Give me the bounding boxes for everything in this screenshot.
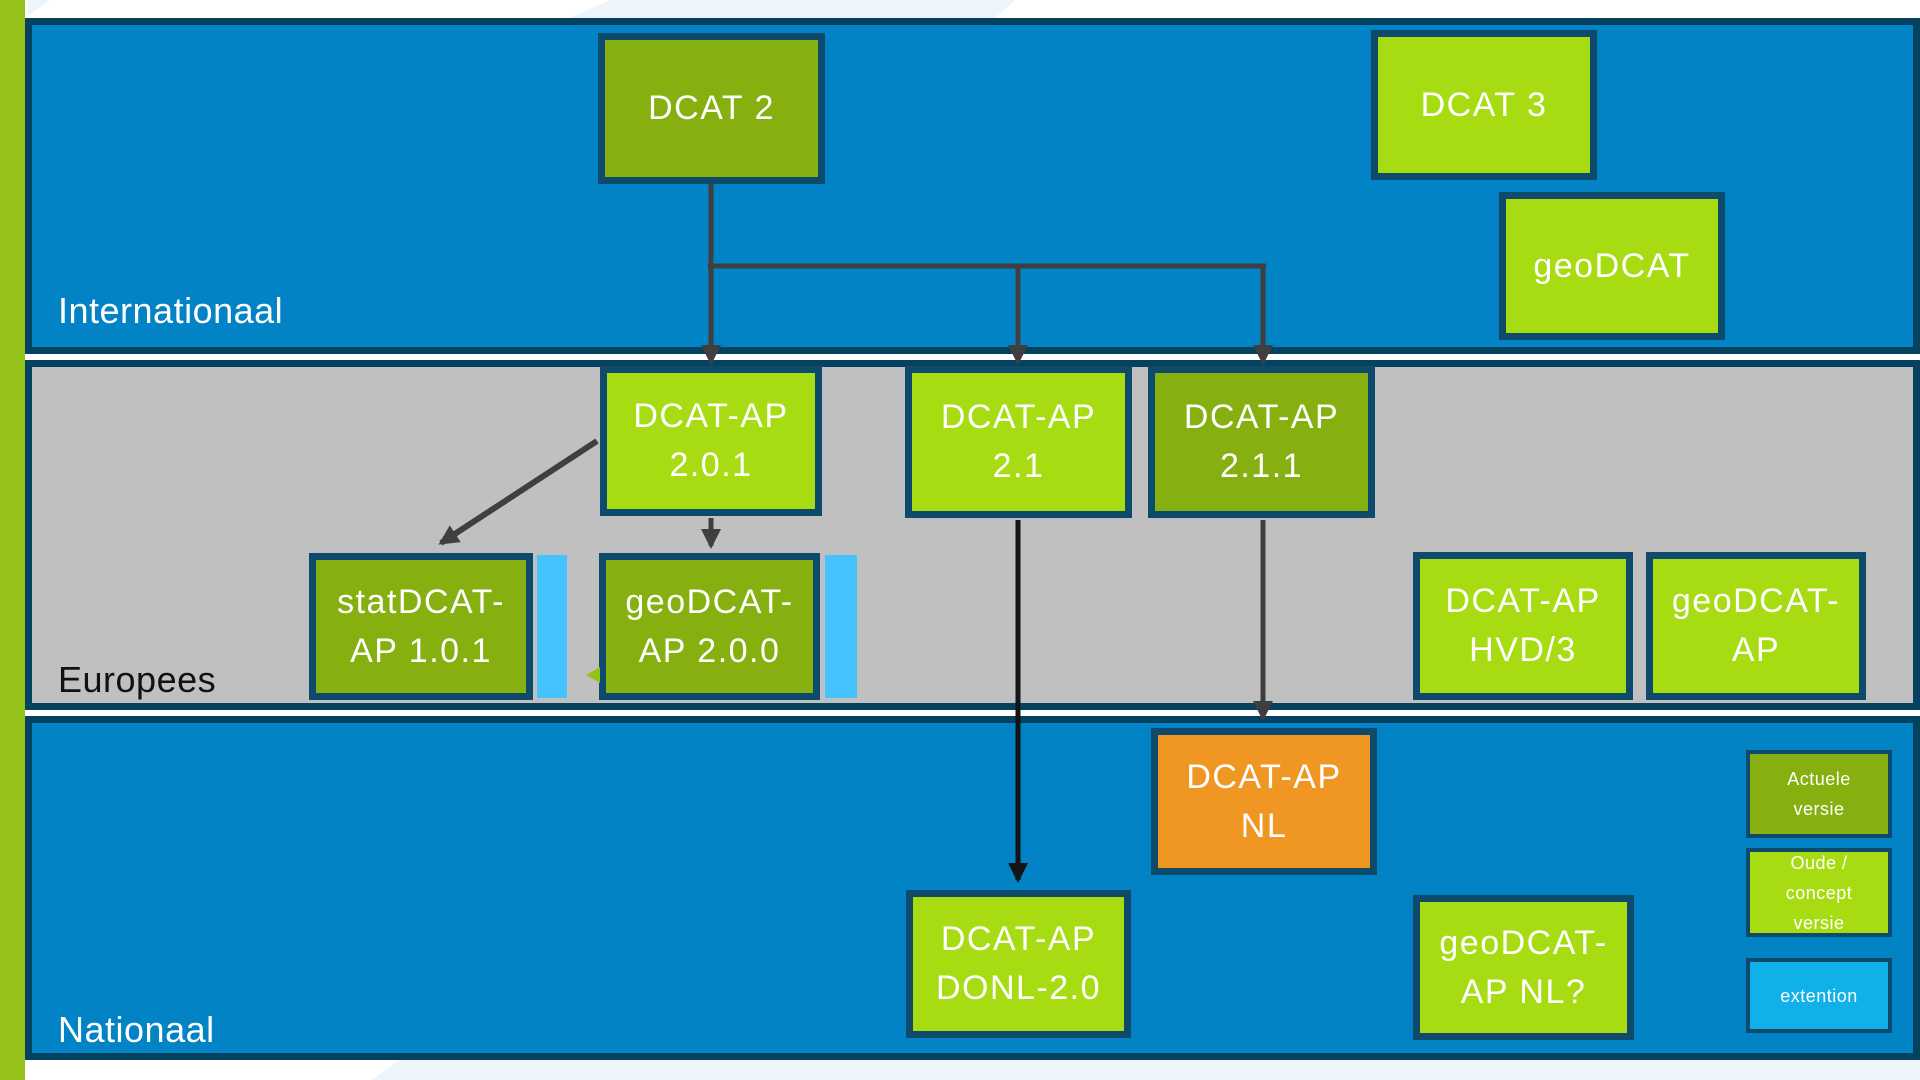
node-geodcat-ap-nl: geoDCAT- AP NL? (1413, 895, 1634, 1040)
legend-box-actuele-versie: Actuele versie (1746, 750, 1892, 838)
node-label: AP (1731, 631, 1781, 669)
node-label: HVD/3 (1469, 631, 1577, 669)
node-label: DCAT-AP (1186, 757, 1342, 796)
node-label: DCAT 2 (648, 89, 775, 127)
node-dcat-ap-2-0-1: DCAT-AP 2.0.1 (600, 366, 822, 516)
node-label: DCAT-AP (940, 398, 1097, 436)
node-dcat-ap-hvd-3: DCAT-AP HVD/3 (1413, 552, 1633, 700)
node-label: geoDCAT (1533, 246, 1691, 285)
legend-box-extention: extention (1746, 958, 1892, 1033)
node-label: 2.1.1 (1219, 447, 1304, 485)
node-label: NL (1240, 806, 1288, 845)
band-label-internationaal: Internationaal (58, 290, 284, 331)
node-label: DONL-2.0 (935, 969, 1102, 1007)
node-dcat-ap-nl: DCAT-AP NL (1151, 728, 1377, 875)
legend-label: Oude / concept versie (1785, 852, 1853, 933)
band-label-nationaal: Nationaal (58, 1009, 215, 1050)
left-accent-bar (0, 0, 25, 1080)
node-label: DCAT-AP (1445, 582, 1601, 620)
node-label: 2.1 (992, 447, 1045, 485)
node-dcat-2: DCAT 2 (598, 33, 825, 184)
extention-bar-statdcat (537, 555, 567, 698)
deco-stripe-bottom (372, 1060, 1920, 1080)
node-dcat-ap-2-1: DCAT-AP 2.1 (905, 366, 1132, 518)
node-label: DCAT-AP (633, 397, 789, 435)
node-geodcat-ap: geoDCAT- AP (1646, 552, 1866, 700)
node-label: statDCAT- (337, 582, 505, 621)
legend-box-oude-concept-versie: Oude / concept versie (1746, 848, 1892, 937)
extention-bar-geodcat (825, 555, 857, 698)
legend-label: Actuele versie (1787, 769, 1851, 819)
node-label: DCAT-AP (940, 920, 1097, 958)
node-label: AP 1.0.1 (350, 631, 492, 670)
node-dcat-ap-donl-2-0: DCAT-AP DONL-2.0 (906, 890, 1131, 1038)
node-label: geoDCAT- (1671, 582, 1841, 620)
node-dcat-3: DCAT 3 (1371, 30, 1597, 180)
node-label: geoDCAT- (625, 582, 794, 621)
legend-label: extention (1780, 985, 1858, 1006)
node-label: AP 2.0.0 (638, 631, 781, 670)
node-label: DCAT-AP (1183, 398, 1340, 436)
node-geodcat: geoDCAT (1499, 192, 1725, 340)
small-green-arrow-icon (586, 667, 600, 683)
node-dcat-ap-2-1-1: DCAT-AP 2.1.1 (1148, 366, 1375, 518)
band-label-europees: Europees (58, 659, 217, 700)
band-internationaal: Internationaal (25, 18, 1920, 354)
node-geodcat-ap-2-0-0: geoDCAT- AP 2.0.0 (599, 553, 820, 700)
node-label: geoDCAT- (1439, 923, 1608, 962)
node-label: AP NL? (1460, 972, 1587, 1011)
deco-stripe-top (570, 0, 1015, 18)
node-statdcat-ap-1-0-1: statDCAT- AP 1.0.1 (309, 553, 533, 700)
node-label: 2.0.1 (669, 446, 753, 484)
deco-triangle-top-left (28, 0, 50, 16)
node-label: DCAT 3 (1420, 85, 1548, 124)
